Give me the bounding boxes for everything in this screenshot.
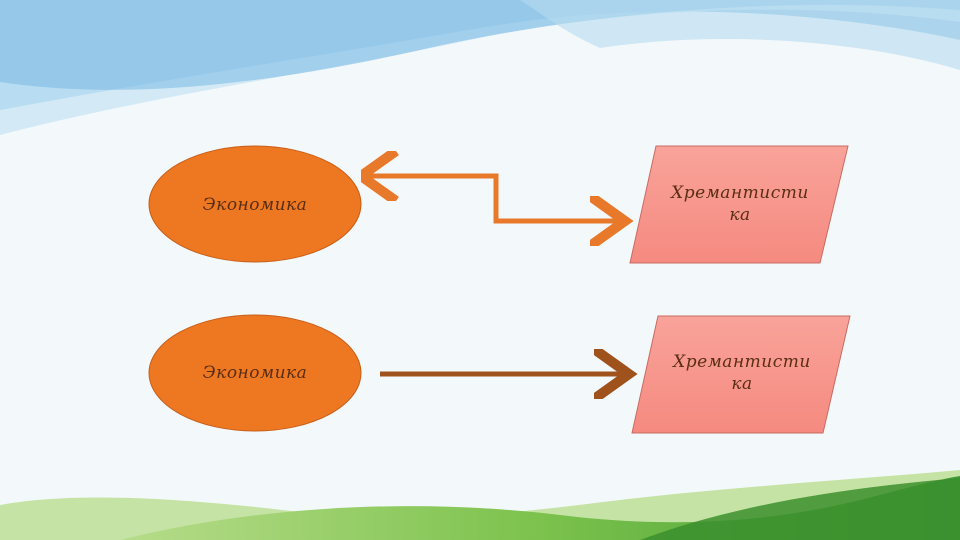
economy-label-1: Экономика [202,195,308,215]
sky-decoration [0,0,960,135]
parallelogram-chrematistics-1 [629,145,849,264]
chrematistics-label-2-line2: ка [731,374,753,394]
parallelogram-chrematistics-2 [631,315,851,434]
chrematistics-label-2-line1: Хремантисти [673,352,811,372]
chrematistics-label-1: Хремантисти ка [660,182,820,226]
economy-label-2: Экономика [202,363,308,383]
chrematistics-label-1-line2: ка [729,205,751,225]
ellipse-economy-2 [148,314,362,432]
chrematistics-label-2: Хремантисти ка [662,351,822,395]
bidirectional-arrow [366,176,620,221]
grass-decoration [0,470,960,540]
chrematistics-label-1-line1: Хремантисти [671,183,809,203]
